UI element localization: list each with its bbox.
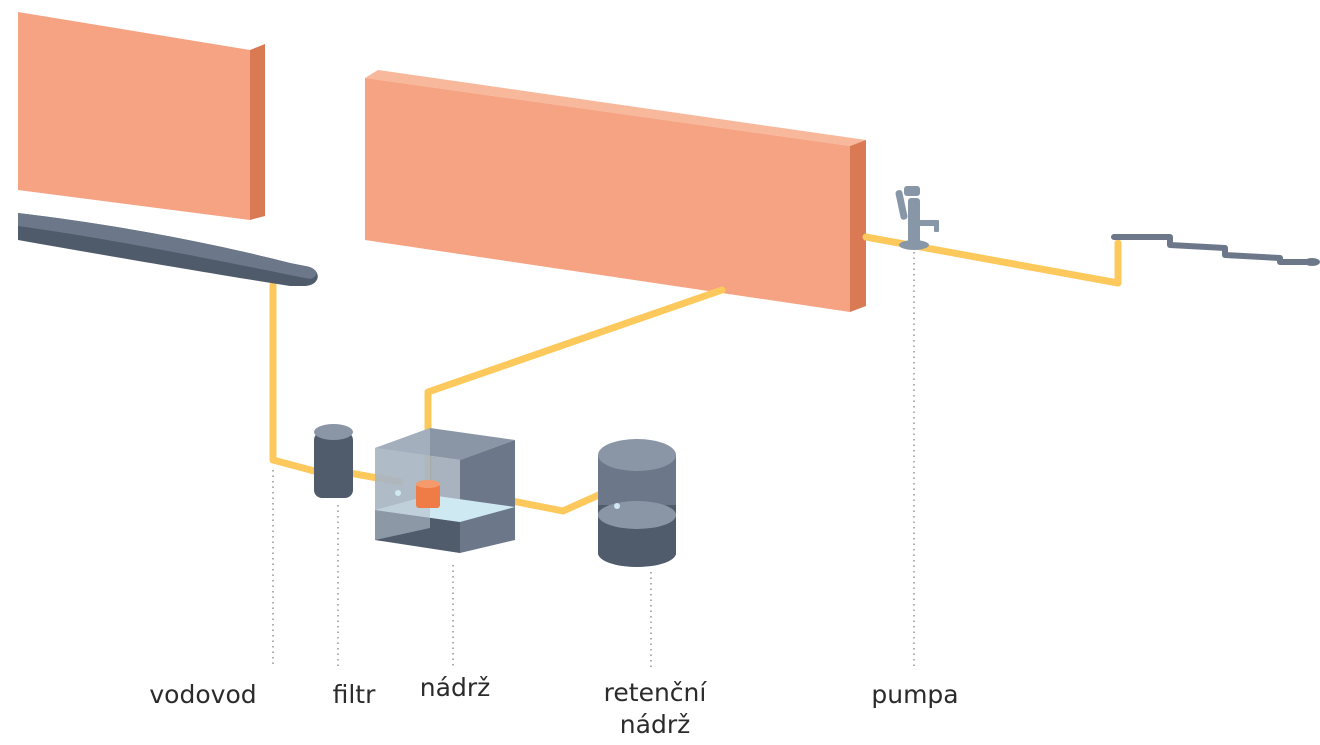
leader-lines bbox=[272, 252, 915, 668]
middle-wall bbox=[365, 70, 866, 312]
label-vodovod: vodovod bbox=[149, 680, 257, 709]
left-wall bbox=[18, 12, 265, 220]
label-retencni-line2: nádrž bbox=[619, 710, 691, 739]
tank-unit bbox=[375, 428, 515, 553]
label-retencni-line1: retenční bbox=[603, 678, 707, 707]
float-icon bbox=[416, 484, 440, 508]
downspout-pipe bbox=[269, 281, 322, 476]
retention-tank-unit bbox=[598, 439, 676, 567]
water-drop-icon bbox=[395, 490, 401, 496]
roof-gutter bbox=[18, 213, 318, 286]
hand-pump bbox=[895, 186, 939, 250]
label-nadrz: nádrž bbox=[419, 673, 491, 702]
label-pumpa: pumpa bbox=[871, 680, 959, 709]
house-to-pump-pipe bbox=[862, 233, 1122, 287]
filter-unit bbox=[314, 424, 353, 498]
label-filtr: filtr bbox=[332, 680, 376, 709]
label-retencni-nadrz: retenční nádrž bbox=[590, 677, 720, 741]
right-gutter bbox=[1111, 234, 1320, 266]
water-drop-icon bbox=[614, 503, 620, 509]
